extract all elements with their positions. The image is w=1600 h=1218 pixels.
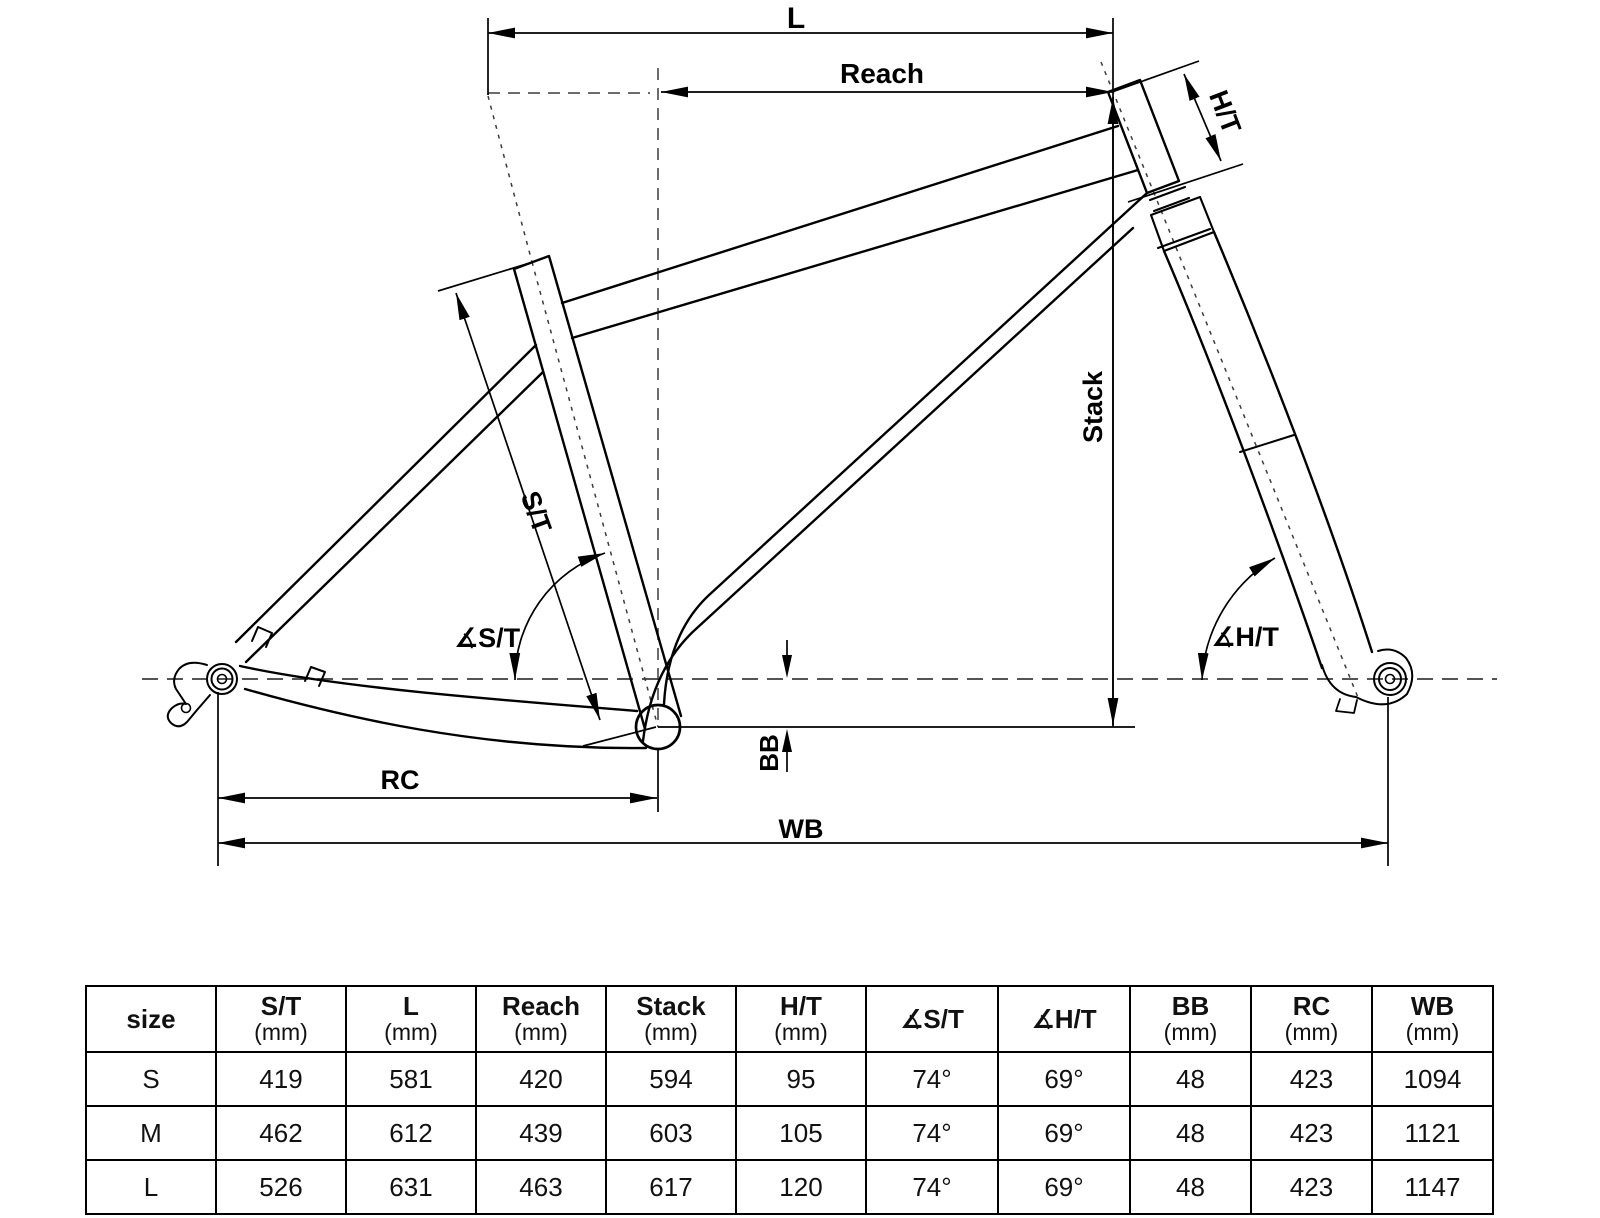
fork-lowers-seam [1239,434,1295,453]
label-reach: Reach [840,58,924,89]
value-cell: 423 [1250,1051,1373,1107]
value-cell: 48 [1129,1105,1252,1161]
dimension-lines [217,18,1389,866]
value-cell: 463 [475,1159,607,1215]
label-seat-tube-angle: ∡S/T [454,623,521,653]
value-cell: 594 [605,1051,737,1107]
fork-dropout [1321,648,1414,706]
column-header-bb: BB(mm) [1129,985,1252,1053]
label-wheelbase: WB [779,814,824,844]
column-header-ht: ∡H/T [997,985,1131,1053]
bb-arrow-up [782,729,792,752]
column-header-reach: Reach(mm) [475,985,607,1053]
value-cell: 617 [605,1159,737,1215]
value-cell: 419 [215,1051,347,1107]
value-cell: 526 [215,1159,347,1215]
frame-geometry-diagram: L Reach H/T Stack S/T ∡S/T ∡H/T BB RC WB [142,2,1497,866]
value-cell: 423 [1250,1105,1373,1161]
column-header-st: ∡S/T [865,985,999,1053]
value-cell: 48 [1129,1159,1252,1215]
label-top-tube-length: L [787,2,805,35]
column-header-stack: Stack(mm) [605,985,737,1053]
bb-arrow-down [782,655,792,678]
value-cell: 603 [605,1105,737,1161]
column-header-l: L(mm) [345,985,477,1053]
front-axle [1373,662,1407,696]
fork-leg [1162,230,1374,670]
st-extension-top [437,262,531,292]
value-cell: 631 [345,1159,477,1215]
seat-angle-arc [509,552,606,681]
value-cell: 95 [735,1051,867,1107]
column-header-st: S/T(mm) [215,985,347,1053]
value-cell: 1147 [1371,1159,1494,1215]
dimension-labels: L Reach H/T Stack S/T ∡S/T ∡H/T BB RC WB [381,2,1280,844]
value-cell: 462 [215,1105,347,1161]
label-head-tube-angle: ∡H/T [1211,622,1279,652]
label-head-tube: H/T [1203,86,1247,138]
rear-dropout [166,661,238,728]
size-cell: S [85,1051,217,1107]
value-cell: 105 [735,1105,867,1161]
seat-stay [234,343,545,664]
value-cell: 581 [345,1051,477,1107]
chain-stay-tab [304,666,326,687]
ht-extension-bottom [1127,163,1244,203]
seat-stay-brake-tab [251,626,273,648]
value-cell: 69° [997,1159,1131,1215]
size-cell: L [85,1159,217,1215]
reference-axes [142,61,1497,728]
value-cell: 74° [865,1051,999,1107]
steering-axis [1100,61,1360,701]
value-cell: 1121 [1371,1105,1494,1161]
value-cell: 69° [997,1051,1131,1107]
value-cell: 1094 [1371,1051,1494,1107]
down-tube [641,191,1149,743]
size-cell: M [85,1105,217,1161]
top-tube [560,124,1140,340]
value-cell: 439 [475,1105,607,1161]
label-stack: Stack [1078,370,1108,443]
st-extension-bottom [582,726,657,747]
value-cell: 423 [1250,1159,1373,1215]
fork-dropout-tab [1335,698,1358,714]
column-header-wb: WB(mm) [1371,985,1494,1053]
fork [1162,230,1414,714]
value-cell: 74° [865,1105,999,1161]
derailleur-hanger [166,661,211,728]
head-angle-arc [1197,557,1276,681]
column-header-rc: RC(mm) [1250,985,1373,1053]
value-cell: 48 [1129,1051,1252,1107]
value-cell: 120 [735,1159,867,1215]
head-tube [1106,78,1181,195]
value-cell: 69° [997,1105,1131,1161]
label-seat-tube: S/T [515,487,558,537]
label-rear-center: RC [381,765,420,795]
ht-extension-top [1111,60,1200,93]
value-cell: 420 [475,1051,607,1107]
column-header-size: size [85,985,217,1053]
label-bb-drop: BB [754,734,784,772]
ht-dimension-line [1183,73,1222,162]
value-cell: 612 [345,1105,477,1161]
headset-crown [1148,185,1216,253]
column-header-ht: H/T(mm) [735,985,867,1053]
value-cell: 74° [865,1159,999,1215]
